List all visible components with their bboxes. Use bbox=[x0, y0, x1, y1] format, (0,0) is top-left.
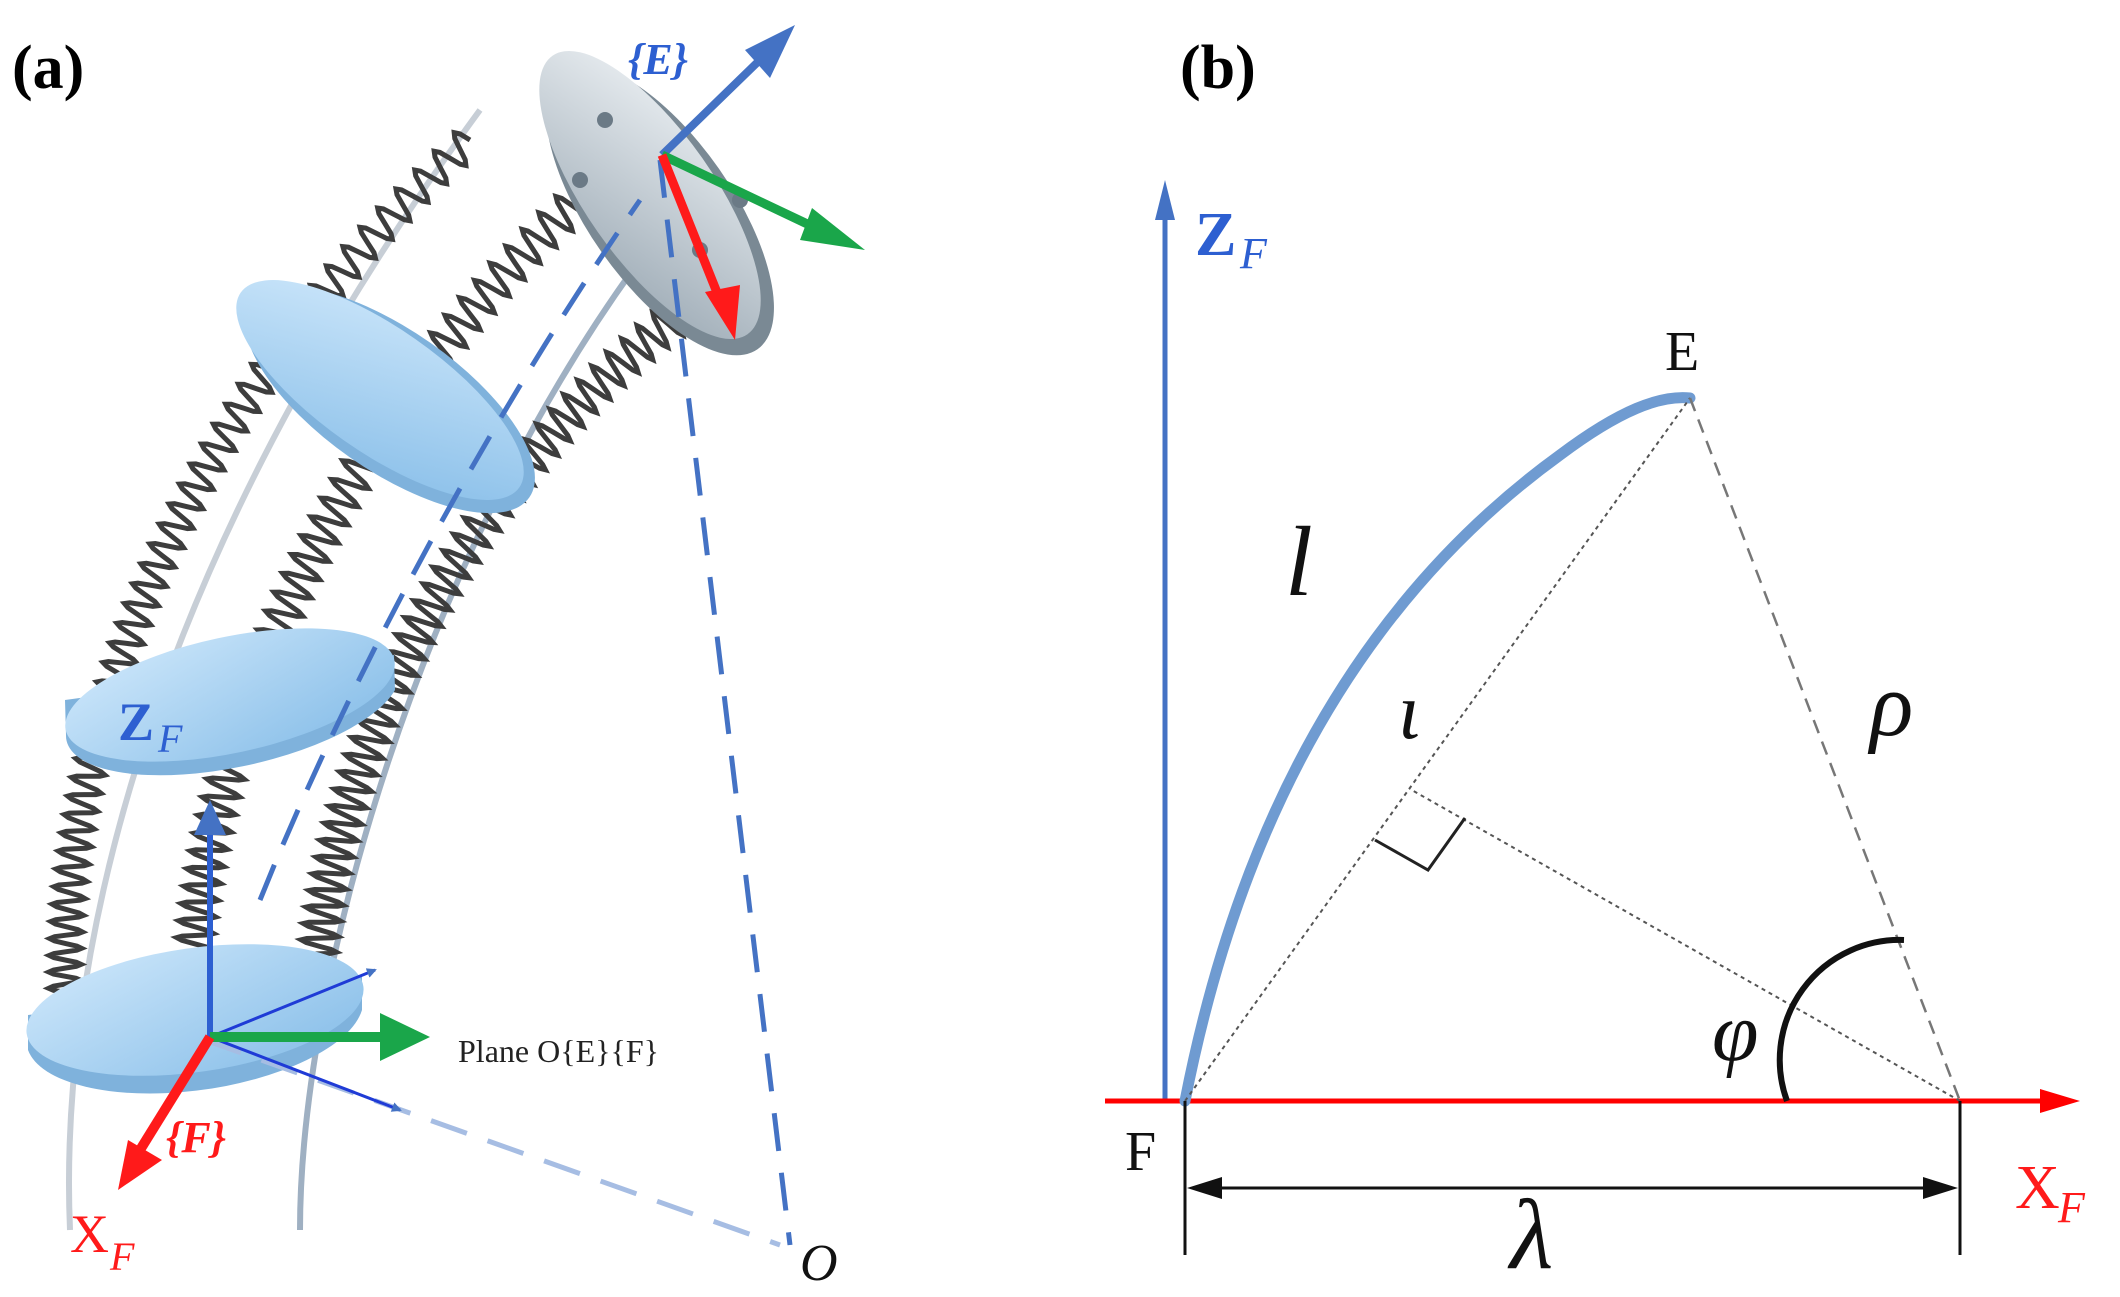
lambda-arrow-right bbox=[1923, 1177, 1958, 1199]
z-f-label-a: Z F bbox=[118, 692, 183, 761]
frame-e-x-arrowhead bbox=[705, 285, 740, 340]
panel-b: (b) Z F X F E F bbox=[1105, 34, 2086, 1290]
lambda-arrow-left bbox=[1187, 1177, 1222, 1199]
perpendicular-line bbox=[1409, 788, 1961, 1102]
frame-e-label: {E} bbox=[628, 35, 688, 84]
lambda-label: λ bbox=[1507, 1179, 1553, 1290]
z-f-label-a-main: Z bbox=[118, 692, 154, 752]
z-f-label-b-sub: F bbox=[1239, 229, 1268, 278]
x-f-arrowhead-b bbox=[2040, 1089, 2080, 1113]
dashed-arc-backbone bbox=[257, 198, 643, 901]
frame-f-x-axis bbox=[135, 1034, 215, 1153]
x-f-label-b: X F bbox=[2015, 1154, 2086, 1232]
spring-middle bbox=[165, 176, 593, 1003]
z-f-label-b: Z F bbox=[1195, 201, 1268, 278]
frame-f-y-arrowhead bbox=[380, 1013, 430, 1061]
right-angle-mark bbox=[1374, 817, 1467, 872]
guide-rod-right bbox=[297, 258, 643, 1231]
frame-f-aux-axis-2 bbox=[209, 1035, 402, 1112]
spring-right bbox=[290, 283, 702, 988]
backbone-arc bbox=[1179, 392, 1696, 1107]
x-f-label-b-main: X bbox=[2015, 1154, 2060, 1222]
spring-left bbox=[42, 129, 472, 1003]
z-f-label-b-main: Z bbox=[1195, 201, 1236, 269]
x-f-label-a: X F bbox=[70, 1204, 135, 1279]
frame-e-y-arrowhead bbox=[800, 208, 865, 250]
disc-2 bbox=[65, 628, 395, 776]
x-f-label-a-sub: F bbox=[109, 1234, 135, 1279]
chord-line bbox=[1184, 397, 1691, 1102]
frame-e-z-arrowhead bbox=[745, 25, 795, 78]
z-f-label-a-sub: F bbox=[157, 716, 183, 761]
origin-label: O bbox=[800, 1235, 838, 1292]
angle-label: φ bbox=[1712, 986, 1758, 1079]
frame-f-label: {F} bbox=[166, 1113, 226, 1162]
dashed-line-e-o bbox=[657, 159, 793, 1246]
x-f-label-a-main: X bbox=[70, 1204, 109, 1264]
frame-f-aux-axis-1 bbox=[209, 968, 377, 1039]
radius-label: ρ bbox=[1867, 656, 1913, 755]
disc-3 bbox=[236, 280, 535, 514]
panel-b-label: (b) bbox=[1180, 34, 1256, 102]
panel-a-label: (a) bbox=[12, 34, 84, 102]
frame-e-x-axis bbox=[657, 153, 725, 302]
point-f-label: F bbox=[1125, 1121, 1156, 1183]
frame-e-z-axis bbox=[659, 52, 768, 158]
radius-line bbox=[1688, 397, 1962, 1102]
frame-e-y-axis bbox=[660, 150, 822, 235]
angle-arc bbox=[1776, 936, 1905, 1103]
frame-f-x-arrowhead bbox=[118, 1140, 162, 1190]
arc-length-label: l bbox=[1285, 506, 1313, 617]
frame-f-z-arrowhead bbox=[194, 800, 226, 835]
point-e-label: E bbox=[1665, 321, 1699, 383]
chord-label: ι bbox=[1398, 668, 1420, 756]
z-f-arrowhead-b bbox=[1155, 180, 1175, 220]
x-f-label-b-sub: F bbox=[2057, 1183, 2086, 1232]
panel-a: (a) bbox=[12, 25, 865, 1292]
plane-label: Plane O{E}{F} bbox=[458, 1033, 659, 1069]
dashed-line-f-o bbox=[204, 1037, 781, 1248]
